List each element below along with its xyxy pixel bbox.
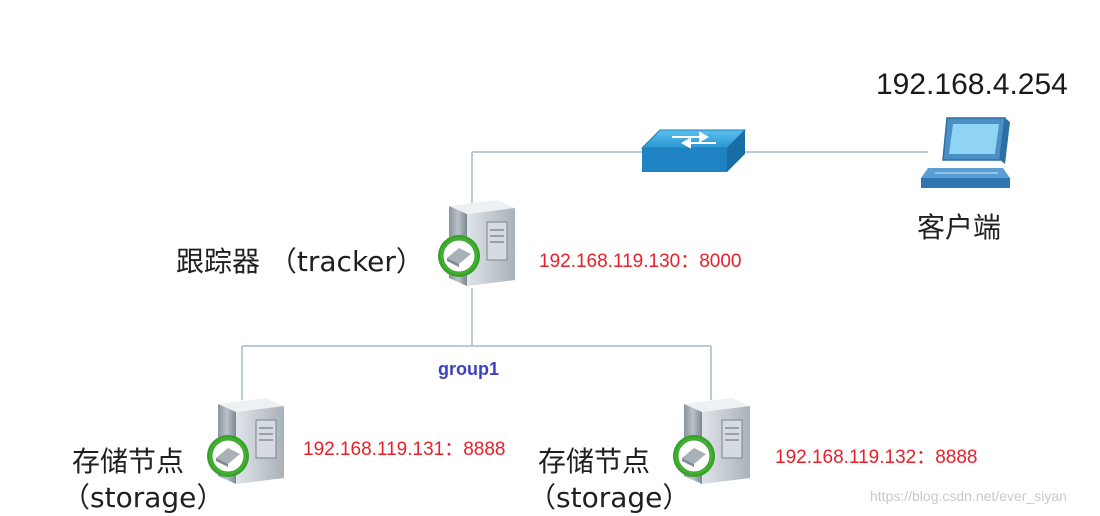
storage1-ip-label: 192.168.119.131：8888 [303,439,506,460]
group-label: group1 [438,359,499,379]
storage2-ip-label: 192.168.119.132：8888 [775,447,978,468]
watermark-text: https://blog.csdn.net/ever_siyan [870,488,1067,504]
server-icon [673,398,750,484]
tracker-ip-label: 192.168.119.130：8000 [539,251,742,272]
storage1-name-label: 存储节点 [72,445,185,478]
tracker-label: 跟踪器 （tracker） [176,245,424,278]
storage1-type-label: （storage） [62,481,225,514]
storage2-name-label: 存储节点 [538,445,651,478]
server-icon [438,200,515,286]
network-switch-icon [640,129,747,172]
connection-lines [241,151,928,400]
client-ip-label: 192.168.4.254 [876,68,1068,101]
storage2-type-label: （storage） [528,481,691,514]
server-icon [207,398,284,484]
computer-icon [921,117,1010,188]
client-label: 客户端 [917,211,1002,244]
